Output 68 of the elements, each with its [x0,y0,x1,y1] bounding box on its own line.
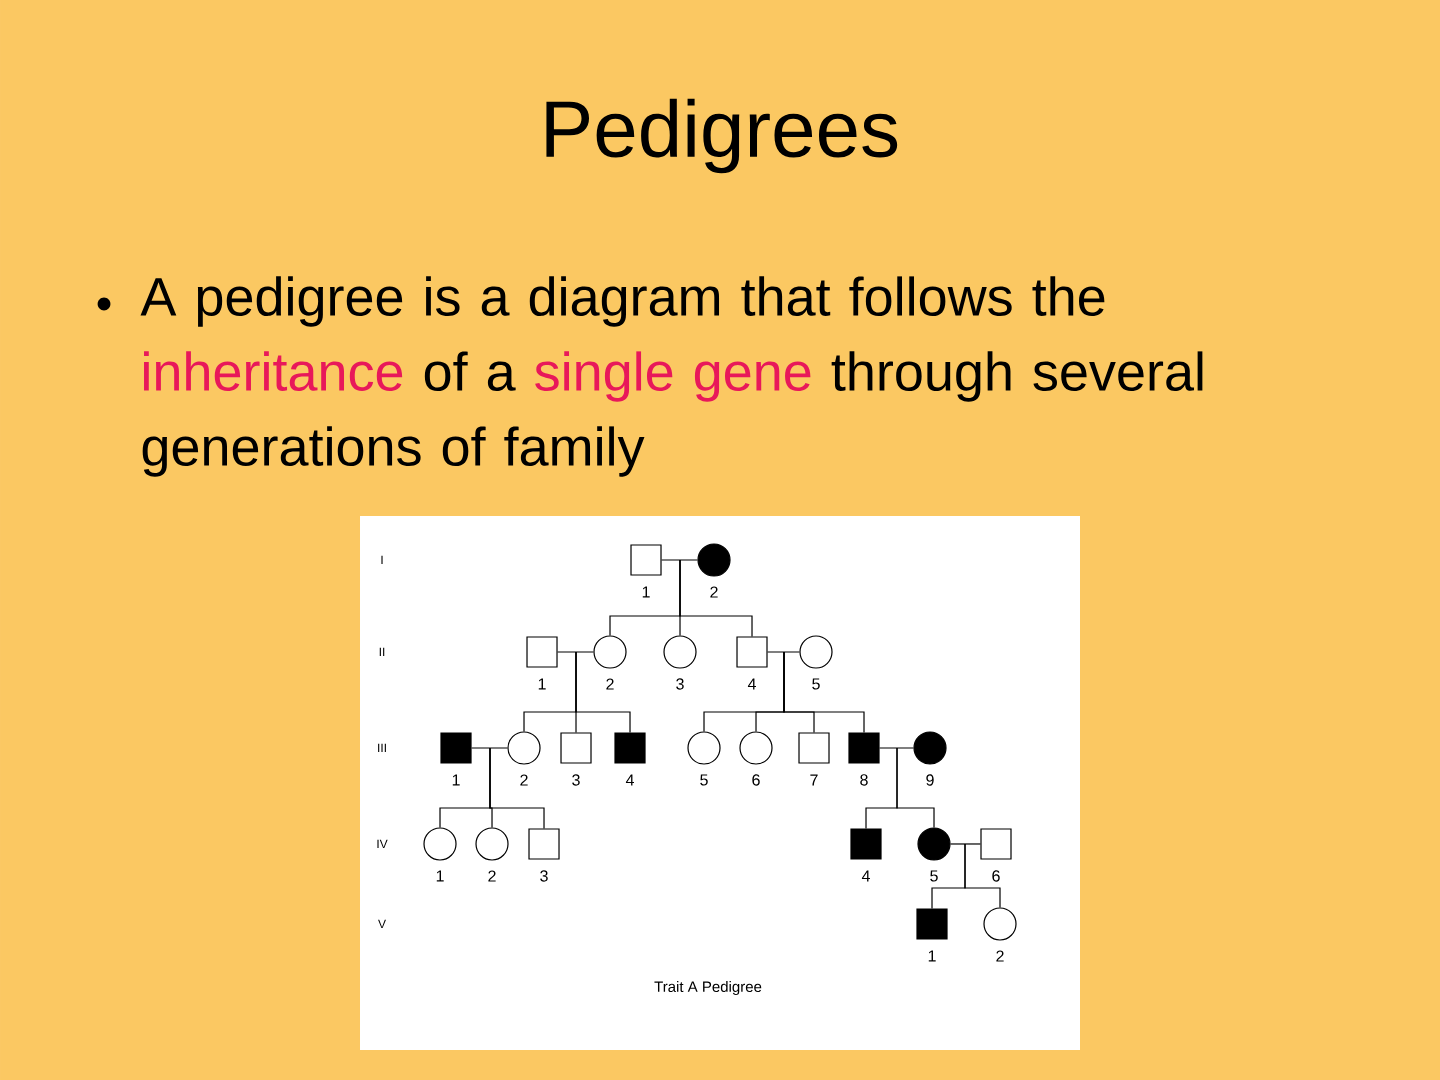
individual-number: 1 [538,678,546,690]
female-circle [593,635,627,669]
male-square [850,828,882,860]
mating-line [661,559,698,561]
mating-line [557,651,594,653]
descent-line [896,747,935,828]
female-circle [423,827,457,861]
individual-number: 2 [606,678,614,690]
label: inheritance [144,351,403,392]
male-square [916,908,948,940]
individual-number: 1 [452,774,460,786]
male-square [526,636,558,668]
descent-line [964,843,1001,908]
label: of a [424,351,516,392]
label: A pedigree is a diagram that follows the [140,276,1105,327]
individual-number: 9 [926,774,934,786]
individual-number: 4 [747,678,756,690]
female-circle [739,731,773,765]
mating-line [471,747,508,749]
individual-number: 5 [812,678,820,690]
individual-number: 4 [625,774,634,786]
female-circle [983,907,1017,941]
individual-number: 2 [996,950,1004,962]
male-square [980,828,1012,860]
individual-number: 3 [572,774,580,786]
descent-line [783,651,865,733]
female-circle [917,827,951,861]
male-square [630,544,662,576]
male-square [528,828,560,860]
individual-number: 6 [992,870,1000,882]
male-square [440,732,472,764]
individual-number: 2 [710,586,718,598]
male-square [848,732,880,764]
individual-number: 1 [928,950,936,962]
individual-number: 1 [436,870,444,882]
bullet-text: A pedigree is a diagram that follows the inheritance of a single gene through several generations of family [140,276,1203,477]
individual-number: 2 [488,870,496,882]
male-square [736,636,768,668]
female-circle [799,635,833,669]
individual-number: 2 [520,774,528,786]
male-square [614,732,646,764]
female-circle [663,635,697,669]
mating-line [950,843,981,845]
individual-number: 7 [810,774,818,786]
mating-line [767,651,800,653]
individual-number: 3 [540,870,548,882]
descent-line [679,559,753,637]
male-square [560,732,592,764]
individual-number: 5 [700,774,708,786]
female-circle [687,731,721,765]
individual-number: 4 [861,870,870,882]
label: through several [831,351,1203,402]
female-circle [697,543,731,577]
descent-line [489,747,545,829]
female-circle [475,827,509,861]
female-circle [507,731,541,765]
slide-title: Pedigrees [546,98,898,174]
descent-line [575,651,631,733]
individual-number: 6 [752,774,760,786]
mating-line [879,747,914,749]
individual-number: 5 [930,870,938,882]
individual-number: 1 [642,586,650,598]
label: single gene [535,351,811,402]
label: generations of family [142,426,645,477]
male-square [798,732,830,764]
individual-number: 3 [676,678,684,690]
individual-number: 8 [860,774,868,786]
female-circle [913,731,947,765]
